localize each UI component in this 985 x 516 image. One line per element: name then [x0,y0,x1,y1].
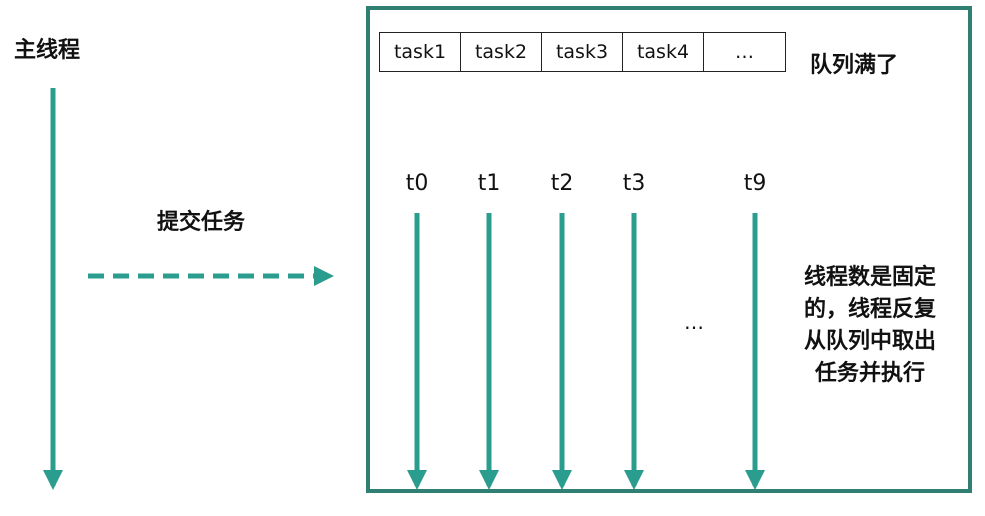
queue-cell-ellipsis: … [735,41,754,63]
queue-full-label: 队列满了 [810,53,899,78]
queue-cell-task3: task3 [542,33,623,71]
thread-label-t3: t3 [622,171,646,196]
queue-cell-task4: task4 [623,33,704,71]
explanation-text: 线程数是固定 的，线程反复 从队列中取出 任务并执行 [785,262,955,390]
explanation-line-4: 任务并执行 [814,361,925,386]
thread-pool-box [366,6,972,493]
queue-cell-task2: task2 [461,33,542,71]
thread-label-t9: t9 [743,171,767,196]
submit-task-label: 提交任务 [157,210,246,235]
thread-label-t2: t2 [550,171,574,196]
explanation-line-3: 从队列中取出 [803,329,936,354]
thread-ellipsis: … [684,310,704,334]
explanation-line-2: 的，线程反复 [803,297,936,322]
explanation-line-1: 线程数是固定 [803,265,936,290]
thread-label-t1: t1 [477,171,501,196]
task-queue: task1 task2 task3 task4 … [379,32,786,72]
main-thread-label: 主线程 [14,38,81,63]
queue-cell-task1: task1 [380,33,461,71]
thread-label-t0: t0 [405,171,429,196]
